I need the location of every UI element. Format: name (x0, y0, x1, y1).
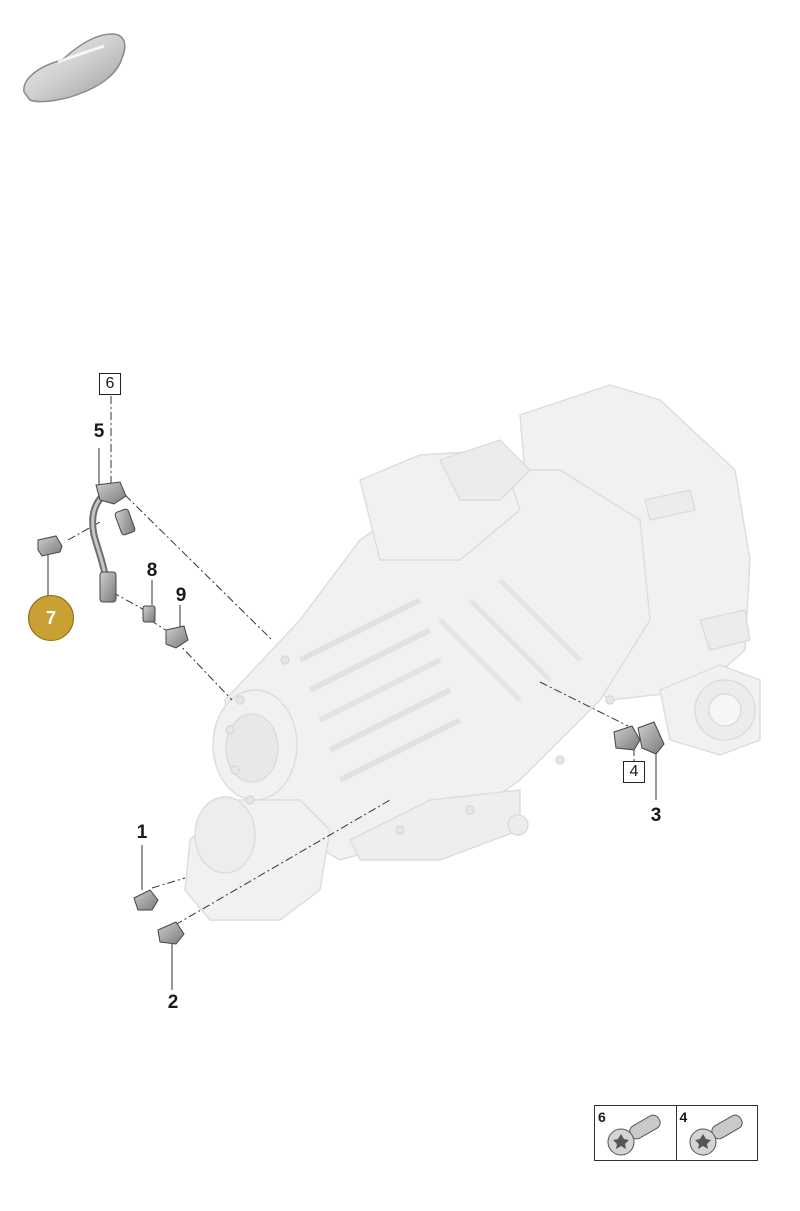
callout-9[interactable]: 9 (175, 585, 187, 606)
part-1-sensor[interactable] (133, 889, 159, 911)
boxed-label-6[interactable]: 6 (99, 373, 121, 395)
legend-item-4[interactable]: 4 (675, 1106, 758, 1160)
fastener-legend: 6 4 (594, 1105, 758, 1161)
transmission-housing (184, 384, 761, 921)
torx-bolt-icon (607, 1114, 661, 1156)
callout-1[interactable]: 1 (136, 822, 148, 843)
boxed-label-4[interactable]: 4 (623, 761, 645, 783)
part-7-clip[interactable] (37, 535, 63, 557)
leader-lines (67, 396, 635, 926)
legend-number: 6 (598, 1109, 606, 1125)
callout-8[interactable]: 8 (146, 560, 158, 581)
callout-3[interactable]: 3 (650, 805, 662, 826)
highlight-badge-7[interactable]: 7 (28, 595, 74, 641)
car-silhouette-icon (23, 33, 126, 103)
part-2-sensor[interactable] (157, 921, 185, 945)
part-9-bracket[interactable] (165, 625, 189, 649)
part-3-sensor[interactable] (613, 721, 665, 755)
legend-number: 4 (679, 1109, 688, 1125)
part-5-sensor-cable[interactable] (89, 481, 136, 603)
part-8-clip[interactable] (142, 605, 156, 623)
callout-5[interactable]: 5 (93, 421, 105, 442)
torx-bolt-icon (689, 1114, 743, 1156)
legend-item-6[interactable]: 6 (595, 1106, 676, 1160)
callout-2[interactable]: 2 (167, 992, 179, 1013)
